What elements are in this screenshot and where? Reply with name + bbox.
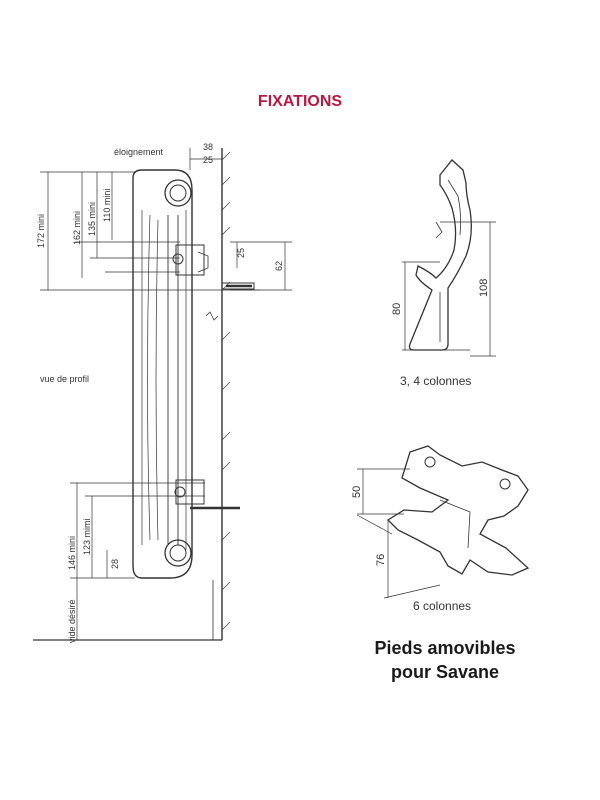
dim-62: 62 [274,261,284,271]
dim-38: 38 [203,142,213,152]
radiator-profile [132,169,255,579]
floor-line [33,580,222,641]
dim-123-mimi: 123 mimi [82,518,92,555]
dim-172-mini: 172 mini [36,214,46,248]
wall [221,148,231,640]
dim-110-mini: 110 mini [102,189,112,222]
dim-135-mini: 135 mini [87,202,97,236]
page-title: FIXATIONS [257,93,343,110]
dim-162-mini: 162 mini [72,211,82,245]
label-eloignement: éloignement [114,147,164,157]
label-vide-desire: vide désiré [67,599,77,643]
label-vue-de-profil: vue de profil [40,374,89,384]
footer-line-1: Pieds amovibles [374,638,516,658]
dim-25-top: 25 [203,155,213,165]
caption-6-colonnes: 6 colonnes [413,599,472,613]
dim-108: 108 [478,279,490,297]
dim-25-mid: 25 [236,248,246,258]
dim-80: 80 [391,303,403,315]
dim-50: 50 [351,486,363,498]
dim-28: 28 [110,559,120,569]
foot-3-4-colonnes [402,159,496,357]
dim-146-mini: 146 mini [67,536,77,570]
caption-3-4-colonnes: 3, 4 colonnes [400,374,472,388]
footer-caption: Pieds amovibles pour Savane [330,636,560,684]
footer-line-2: pour Savane [390,662,500,682]
dim-76: 76 [375,554,387,566]
foot-6-colonnes [356,445,530,599]
profile-dimensions [40,148,292,640]
